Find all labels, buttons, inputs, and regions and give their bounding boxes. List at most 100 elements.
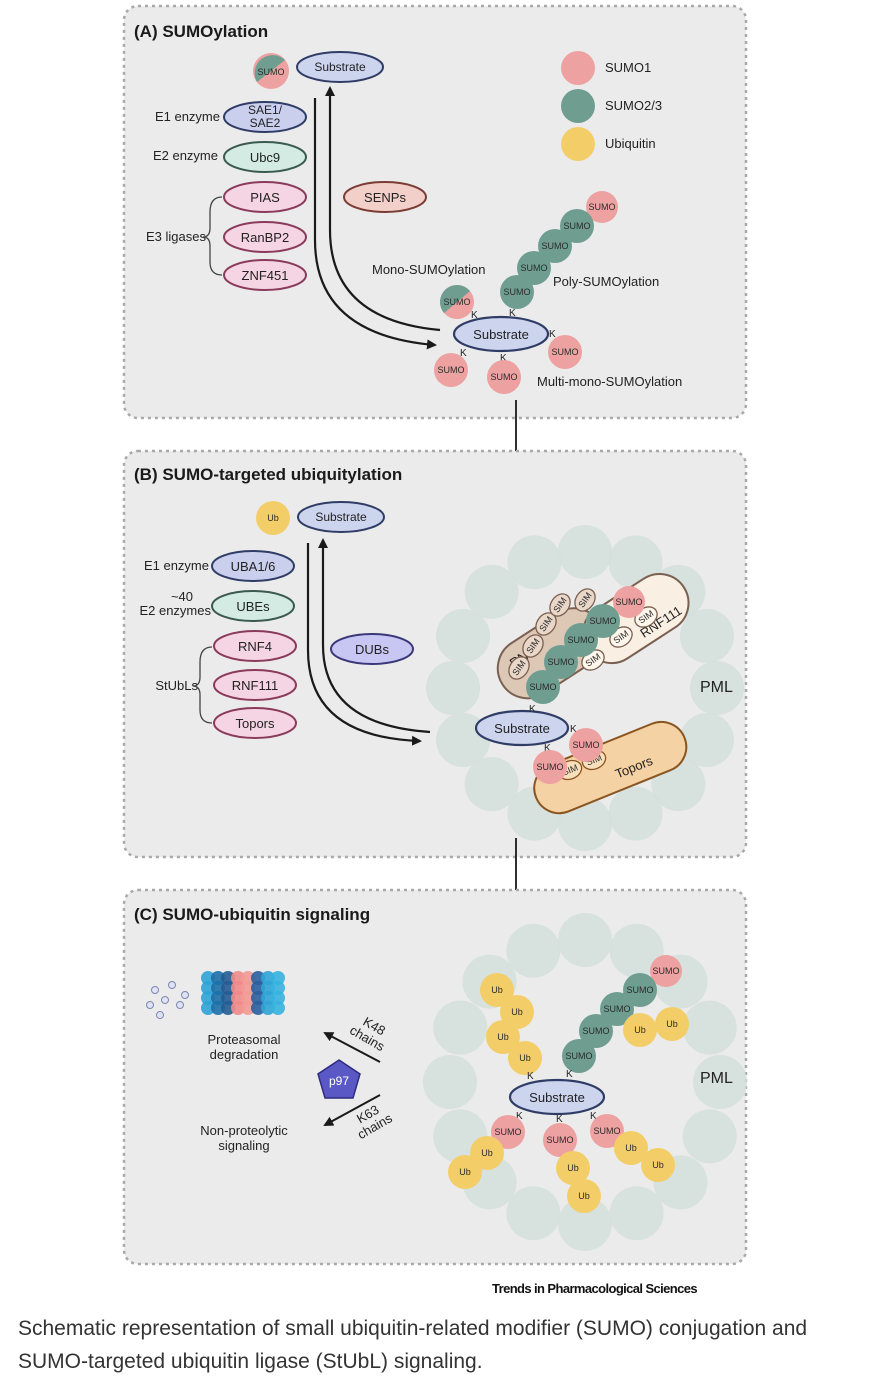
svg-text:SUMO: SUMO [589,202,616,212]
svg-text:Ub: Ub [497,1032,509,1042]
panel-c-title: (C) SUMO-ubiquitin signaling [134,905,370,924]
stubl-topors: Topors [213,707,297,739]
proteasome-subunit [251,991,265,1005]
panel-a-frame [122,4,748,420]
sumo-figure: (A) SUMOylation SUMO Substrate E1 enzyme… [122,4,748,1266]
e3-label: E3 ligases [146,229,206,244]
pml-subunit [679,713,734,768]
pml-subunit [464,757,519,812]
pml-subunit [423,1055,477,1109]
stubl-brace [192,646,213,724]
pml-subunit [426,661,480,715]
legend-ubiquitin-label: Ubiquitin [605,136,656,151]
proteasome-subunit [271,1001,285,1015]
proteasome-subunit [241,1001,255,1015]
svg-text:K: K [556,1114,563,1125]
svg-text:SUMO: SUMO [504,287,531,297]
svg-text:SUMO: SUMO [530,682,557,692]
pml-subunit [690,661,744,715]
svg-text:UBEs: UBEs [236,599,270,614]
k48-arrow [323,1032,381,1063]
journal-credit: Trends in Pharmacological Sciences [492,1281,698,1296]
conjugation-arrow [313,98,437,350]
k63-arrow [323,1094,381,1126]
peptide-fragment [151,986,159,994]
deconjugation-arrow [325,86,441,332]
svg-text:K: K [529,704,536,715]
sumo-ub-hybrid-chain: SUMO SUMO SUMO SUMO SUMO Ub Ub [562,955,689,1073]
svg-text:Ub: Ub [567,1163,579,1173]
pml-subunit [609,923,664,978]
svg-text:SAE2: SAE2 [250,116,281,130]
svg-text:Ub: Ub [652,1160,664,1170]
legend-sumo23-swatch [561,89,595,123]
substrate-b-center [474,709,570,747]
e2-label-b-line1: ~40 [171,589,193,604]
svg-text:Ub: Ub [666,1019,678,1029]
pml-subunit [506,1186,561,1241]
pml-subunit [608,786,663,841]
e2-enzyme-ubc9: Ubc9 [223,141,307,173]
legend-ubiquitin-swatch [561,127,595,161]
svg-text:Ub: Ub [267,513,279,523]
ub-bead: Ub [256,501,290,535]
panel-b: (B) SUMO-targeted ubiquitylation PML Ub … [122,449,748,859]
e1-enzyme-uba: UBA1/6 [211,550,295,582]
svg-text:SUMO: SUMO [521,263,548,273]
svg-text:SUMO: SUMO [616,597,643,607]
svg-text:SUMO: SUMO [568,635,595,645]
svg-text:ZNF451: ZNF451 [242,268,289,283]
pml-subunit [693,1055,747,1109]
proteasome-subunit [231,971,245,985]
pml-subunit [682,1000,737,1055]
proteasome-subunit [261,1001,275,1015]
svg-text:SUMO: SUMO [495,1127,522,1137]
svg-text:SENPs: SENPs [364,190,406,205]
svg-text:K: K [549,329,556,340]
svg-text:SUMO: SUMO [444,297,471,307]
proteasome-subunit [221,991,235,1005]
svg-text:K: K [544,743,551,754]
proteasome-subunit [211,1001,225,1015]
pml-subunit [507,535,562,590]
pml-subunit [464,564,519,619]
non-proteolytic-label-line1: Non-proteolytic [200,1123,288,1138]
sumo-bead-mixed: SUMO [253,53,289,89]
pml-subunit [609,1186,664,1241]
proteasomal-label-line1: Proteasomal [208,1032,281,1047]
proteasome-subunit [201,1001,215,1015]
svg-text:K: K [516,1111,523,1122]
svg-text:Ub: Ub [481,1148,493,1158]
legend-sumo1-swatch [561,51,595,85]
svg-text:SUMO: SUMO [627,985,654,995]
e3-enzyme-ranbp2: RanBP2 [223,221,307,253]
svg-text:SAE1/: SAE1/ [248,103,283,117]
svg-text:SUMO: SUMO [438,365,465,375]
svg-text:Topors: Topors [235,716,275,731]
panel-c: (C) SUMO-ubiquitin signaling PML Proteas… [122,888,748,1266]
panel-a-title: (A) SUMOylation [134,22,268,41]
svg-text:PIAS: PIAS [250,190,280,205]
svg-text:SUMO: SUMO [258,67,285,77]
pml-subunit [436,608,491,663]
svg-text:Ub: Ub [625,1143,637,1153]
substrate-ellipse: Substrate [296,51,384,83]
sumo-ub-branch-middle: SUMO Ub Ub [543,1123,601,1213]
stubls-label: StUbLs [155,678,198,693]
mono-sumo-bead: SUMO [439,284,474,319]
pml-label-b: PML [700,679,733,696]
topors-body: Topors [533,720,688,815]
e3-brace [202,196,223,276]
sumo-ub-branch-left: SUMO Ub Ub [448,1115,525,1189]
senps-protease: SENPs [343,181,427,213]
peptide-fragment [168,981,176,989]
e1-label: E1 enzyme [155,109,220,124]
proteasome-subunit [271,991,285,1005]
e2-label-b-line2: E2 enzymes [139,603,211,618]
peptide-fragment [181,991,189,999]
figure-caption: Schematic representation of small ubiqui… [18,1317,808,1373]
ub-chain-k48: Ub Ub Ub Ub [480,973,542,1075]
svg-text:UBA1/6: UBA1/6 [231,559,276,574]
svg-text:SUMO: SUMO [590,616,617,626]
modified-substrate [452,315,550,353]
